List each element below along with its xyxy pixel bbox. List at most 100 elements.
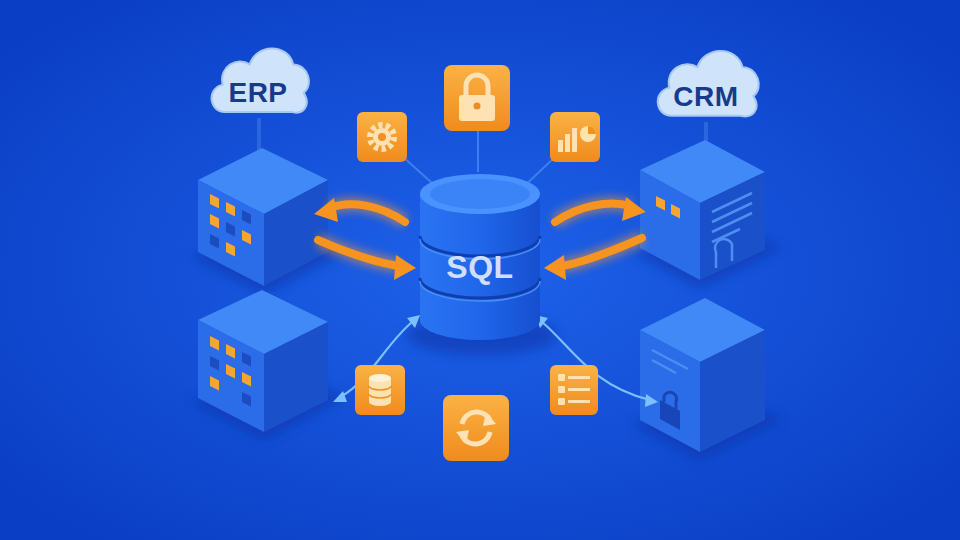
sync-arrow: [330, 204, 405, 222]
office-building: [210, 210, 251, 249]
sync-arrow: [555, 204, 630, 222]
database-icon: [369, 378, 391, 406]
office-building: [198, 290, 328, 432]
lock-symbol: [660, 392, 680, 430]
chart-icon: [580, 126, 596, 142]
chart-icon: [550, 112, 600, 162]
database-icon: [355, 365, 405, 415]
office-building: [715, 239, 732, 268]
office-building: [640, 140, 765, 280]
leader-line: [477, 130, 479, 172]
office-building: [210, 194, 251, 257]
office-building: [656, 196, 680, 219]
sync-arrow: [394, 255, 416, 280]
cylinder-top: [420, 174, 540, 214]
office-building: [712, 193, 752, 212]
checklist-icon: [558, 374, 590, 405]
office-building: [210, 352, 251, 407]
database-icon: [369, 374, 391, 382]
office-building: [210, 336, 251, 391]
lock-icon: [444, 65, 510, 131]
office-building: [226, 364, 235, 379]
checklist-icon: [568, 376, 590, 379]
office-building: [264, 322, 328, 432]
cloud-node: CRM: [650, 28, 762, 126]
node-label: ERP: [204, 76, 312, 110]
sync-arrow: [330, 204, 405, 222]
office-building: [242, 372, 251, 387]
node-label: SQL: [418, 248, 542, 286]
cloud-pole: [257, 118, 261, 152]
settings-icon: [357, 112, 407, 162]
office-building: [242, 392, 251, 407]
lock-icon: [466, 75, 488, 96]
data-link-arrow: [407, 315, 420, 328]
lock-icon: [444, 65, 510, 131]
chart-icon: [550, 112, 600, 162]
sync-arrow: [562, 238, 642, 266]
settings-icon: [357, 112, 407, 162]
data-link-arrow: [333, 391, 347, 402]
sync-arrow: [622, 197, 646, 221]
refresh-icon: [483, 412, 496, 426]
sync-arrow: [555, 204, 630, 222]
settings-icon: [378, 133, 386, 141]
office-building: [210, 336, 219, 351]
checklist-icon: [558, 398, 565, 405]
server-building: [700, 330, 765, 452]
office-building: [198, 320, 264, 432]
office-building: [210, 214, 219, 229]
database-icon: [369, 386, 391, 398]
checklist-icon: [550, 365, 598, 415]
checklist-icon: [568, 388, 590, 391]
lock-symbol: [664, 392, 677, 409]
settings-icon: [370, 125, 394, 149]
chart-icon: [572, 128, 577, 152]
refresh-icon: [443, 395, 509, 461]
checklist-icon: [568, 400, 590, 403]
checklist-icon: [558, 374, 565, 381]
server-building: [652, 350, 688, 373]
office-building: [198, 148, 328, 286]
office-building: [210, 376, 219, 391]
office-building: [210, 234, 219, 249]
office-building: [712, 193, 752, 242]
office-building: [671, 204, 680, 219]
lock-icon: [474, 103, 481, 110]
sync-arrow: [562, 238, 642, 266]
office-building: [242, 352, 251, 367]
database-icon: [355, 365, 405, 415]
sync-arrow: [318, 240, 398, 266]
cylinder-top: [430, 179, 530, 209]
office-building: [700, 172, 765, 280]
database-cylinder: SQL: [418, 172, 542, 342]
refresh-icon: [443, 395, 509, 461]
lock-icon: [459, 95, 495, 121]
office-building: [226, 222, 235, 237]
chart-icon: [565, 134, 570, 152]
office-building: [210, 194, 219, 209]
sync-arrow: [544, 255, 566, 280]
data-link-arrow: [645, 394, 658, 407]
office-building: [226, 344, 235, 359]
chart-icon: [588, 126, 596, 134]
office-building: [242, 210, 251, 225]
office-building: [226, 202, 235, 217]
node-label: CRM: [650, 80, 762, 114]
settings-icon: [373, 128, 391, 146]
cloud-node: ERP: [204, 26, 312, 122]
office-building: [656, 196, 665, 211]
office-building: [242, 230, 251, 245]
office-building: [640, 170, 700, 280]
office-building: [712, 203, 752, 222]
office-building: [712, 213, 752, 232]
office-building: [198, 180, 264, 286]
office-building: [226, 242, 235, 257]
server-building: [652, 360, 676, 373]
refresh-icon: [456, 430, 469, 444]
sync-arrow: [314, 198, 338, 222]
server-building: [640, 298, 765, 452]
sync-arrow: [318, 240, 398, 266]
